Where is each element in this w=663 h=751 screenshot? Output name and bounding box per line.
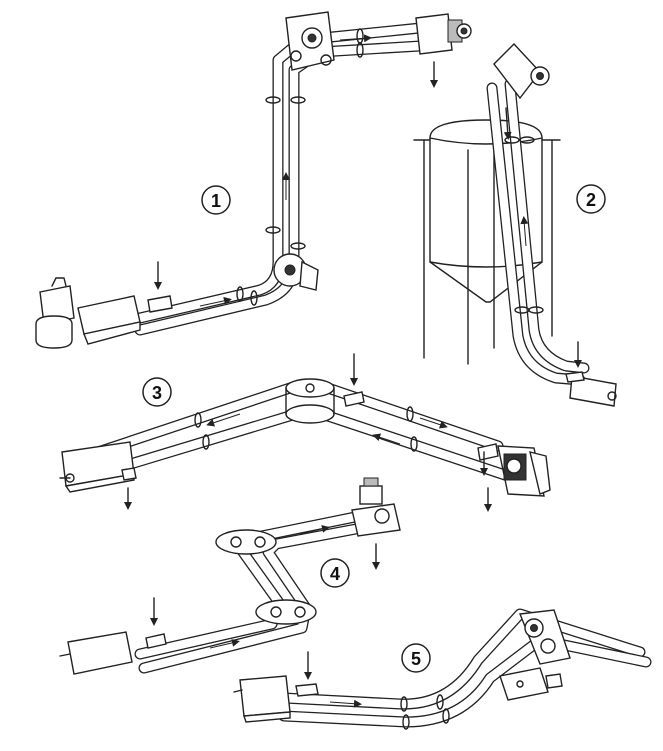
label-3: 3 — [142, 377, 172, 407]
system-3 — [59, 353, 551, 512]
label-3-text: 3 — [152, 383, 162, 403]
label-4: 4 — [320, 558, 350, 588]
label-5-text: 5 — [411, 649, 421, 669]
system-2 — [413, 42, 617, 407]
label-2-text: 2 — [586, 190, 596, 210]
label-2: 2 — [576, 184, 606, 214]
system-4 — [59, 477, 401, 675]
system-5 — [233, 608, 652, 730]
label-5: 5 — [401, 643, 431, 673]
system-1 — [35, 11, 472, 349]
label-4-text: 4 — [330, 564, 340, 584]
label-1: 1 — [201, 185, 231, 215]
label-1-text: 1 — [211, 191, 221, 211]
